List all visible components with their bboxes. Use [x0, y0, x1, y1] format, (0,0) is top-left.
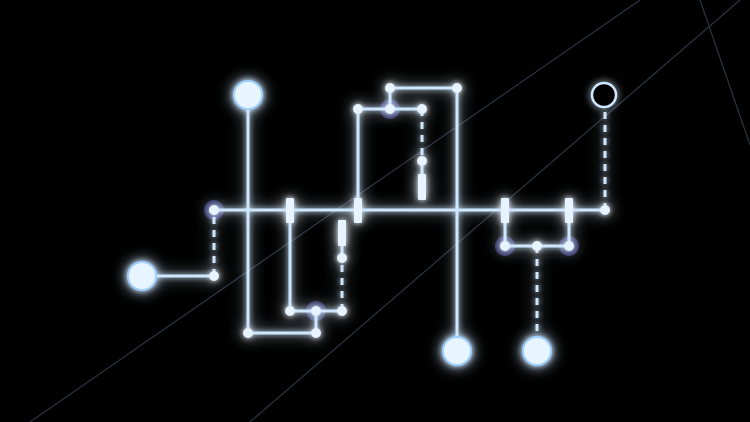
switch-2[interactable]: [354, 198, 362, 223]
switch-1[interactable]: [286, 198, 294, 223]
node-right-b: [564, 241, 574, 251]
node-bottom-junction: [311, 306, 321, 316]
switch-3[interactable]: [501, 198, 509, 223]
wire-terminal-top-left: [246, 93, 318, 335]
wire-switch-1-branch: [288, 208, 344, 313]
terminal-top-left[interactable]: [233, 80, 263, 110]
switch-6[interactable]: [418, 174, 426, 200]
node-top-left-corner: [353, 104, 363, 114]
node-left-lower: [209, 271, 219, 281]
node-floating-gate: [337, 253, 347, 263]
switch-4[interactable]: [565, 198, 573, 223]
terminal-bottom-right[interactable]: [522, 336, 552, 366]
switch-5[interactable]: [338, 220, 346, 246]
node-right-mid: [532, 241, 542, 251]
wire-top-loop-outer: [388, 86, 459, 352]
background-diagonal-line-3: [699, 0, 750, 146]
node-bottom-link: [311, 328, 321, 338]
wire-top-loop-left: [356, 107, 424, 212]
node-top-right-corner: [417, 104, 427, 114]
terminal-top-right[interactable]: [590, 81, 618, 109]
node-right-a: [500, 241, 510, 251]
node-switch-branch-corner: [285, 306, 295, 316]
node-bottom-left-corner: [243, 328, 253, 338]
node-top-outer-right: [452, 83, 462, 93]
node-top-outer-left: [385, 83, 395, 93]
node-bus-end: [600, 205, 610, 215]
node-left-bus-start: [209, 205, 219, 215]
node-bottom-right: [337, 306, 347, 316]
node-top-gate: [417, 156, 427, 166]
node-top-junction: [385, 104, 395, 114]
terminal-left[interactable]: [127, 261, 157, 291]
wire-right-branch: [503, 208, 571, 248]
terminal-bottom-center[interactable]: [442, 336, 472, 366]
